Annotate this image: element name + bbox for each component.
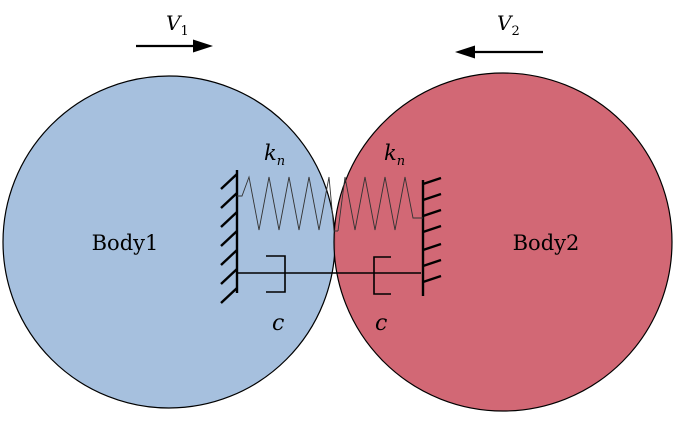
body-1-label: Body1 bbox=[92, 231, 159, 255]
body-1-circle bbox=[2, 75, 336, 409]
body-2-circle bbox=[333, 72, 673, 412]
spring-right-label: kn bbox=[384, 141, 405, 169]
spring-right bbox=[337, 176, 423, 232]
damper-left bbox=[237, 255, 421, 293]
right-wall bbox=[421, 176, 442, 296]
velocity-2-arrow bbox=[455, 45, 543, 59]
spring-left-label: kn bbox=[264, 141, 285, 169]
spring-left bbox=[237, 175, 338, 232]
damper-left-label: c bbox=[272, 311, 284, 336]
body-2-label: Body2 bbox=[513, 231, 580, 255]
left-wall bbox=[220, 170, 239, 304]
damper-right bbox=[373, 256, 391, 295]
velocity-1-label: V1 bbox=[166, 11, 189, 39]
damper-right-label: c bbox=[375, 311, 387, 336]
velocity-2-label: V2 bbox=[497, 11, 520, 39]
velocity-1-arrow bbox=[136, 39, 213, 53]
